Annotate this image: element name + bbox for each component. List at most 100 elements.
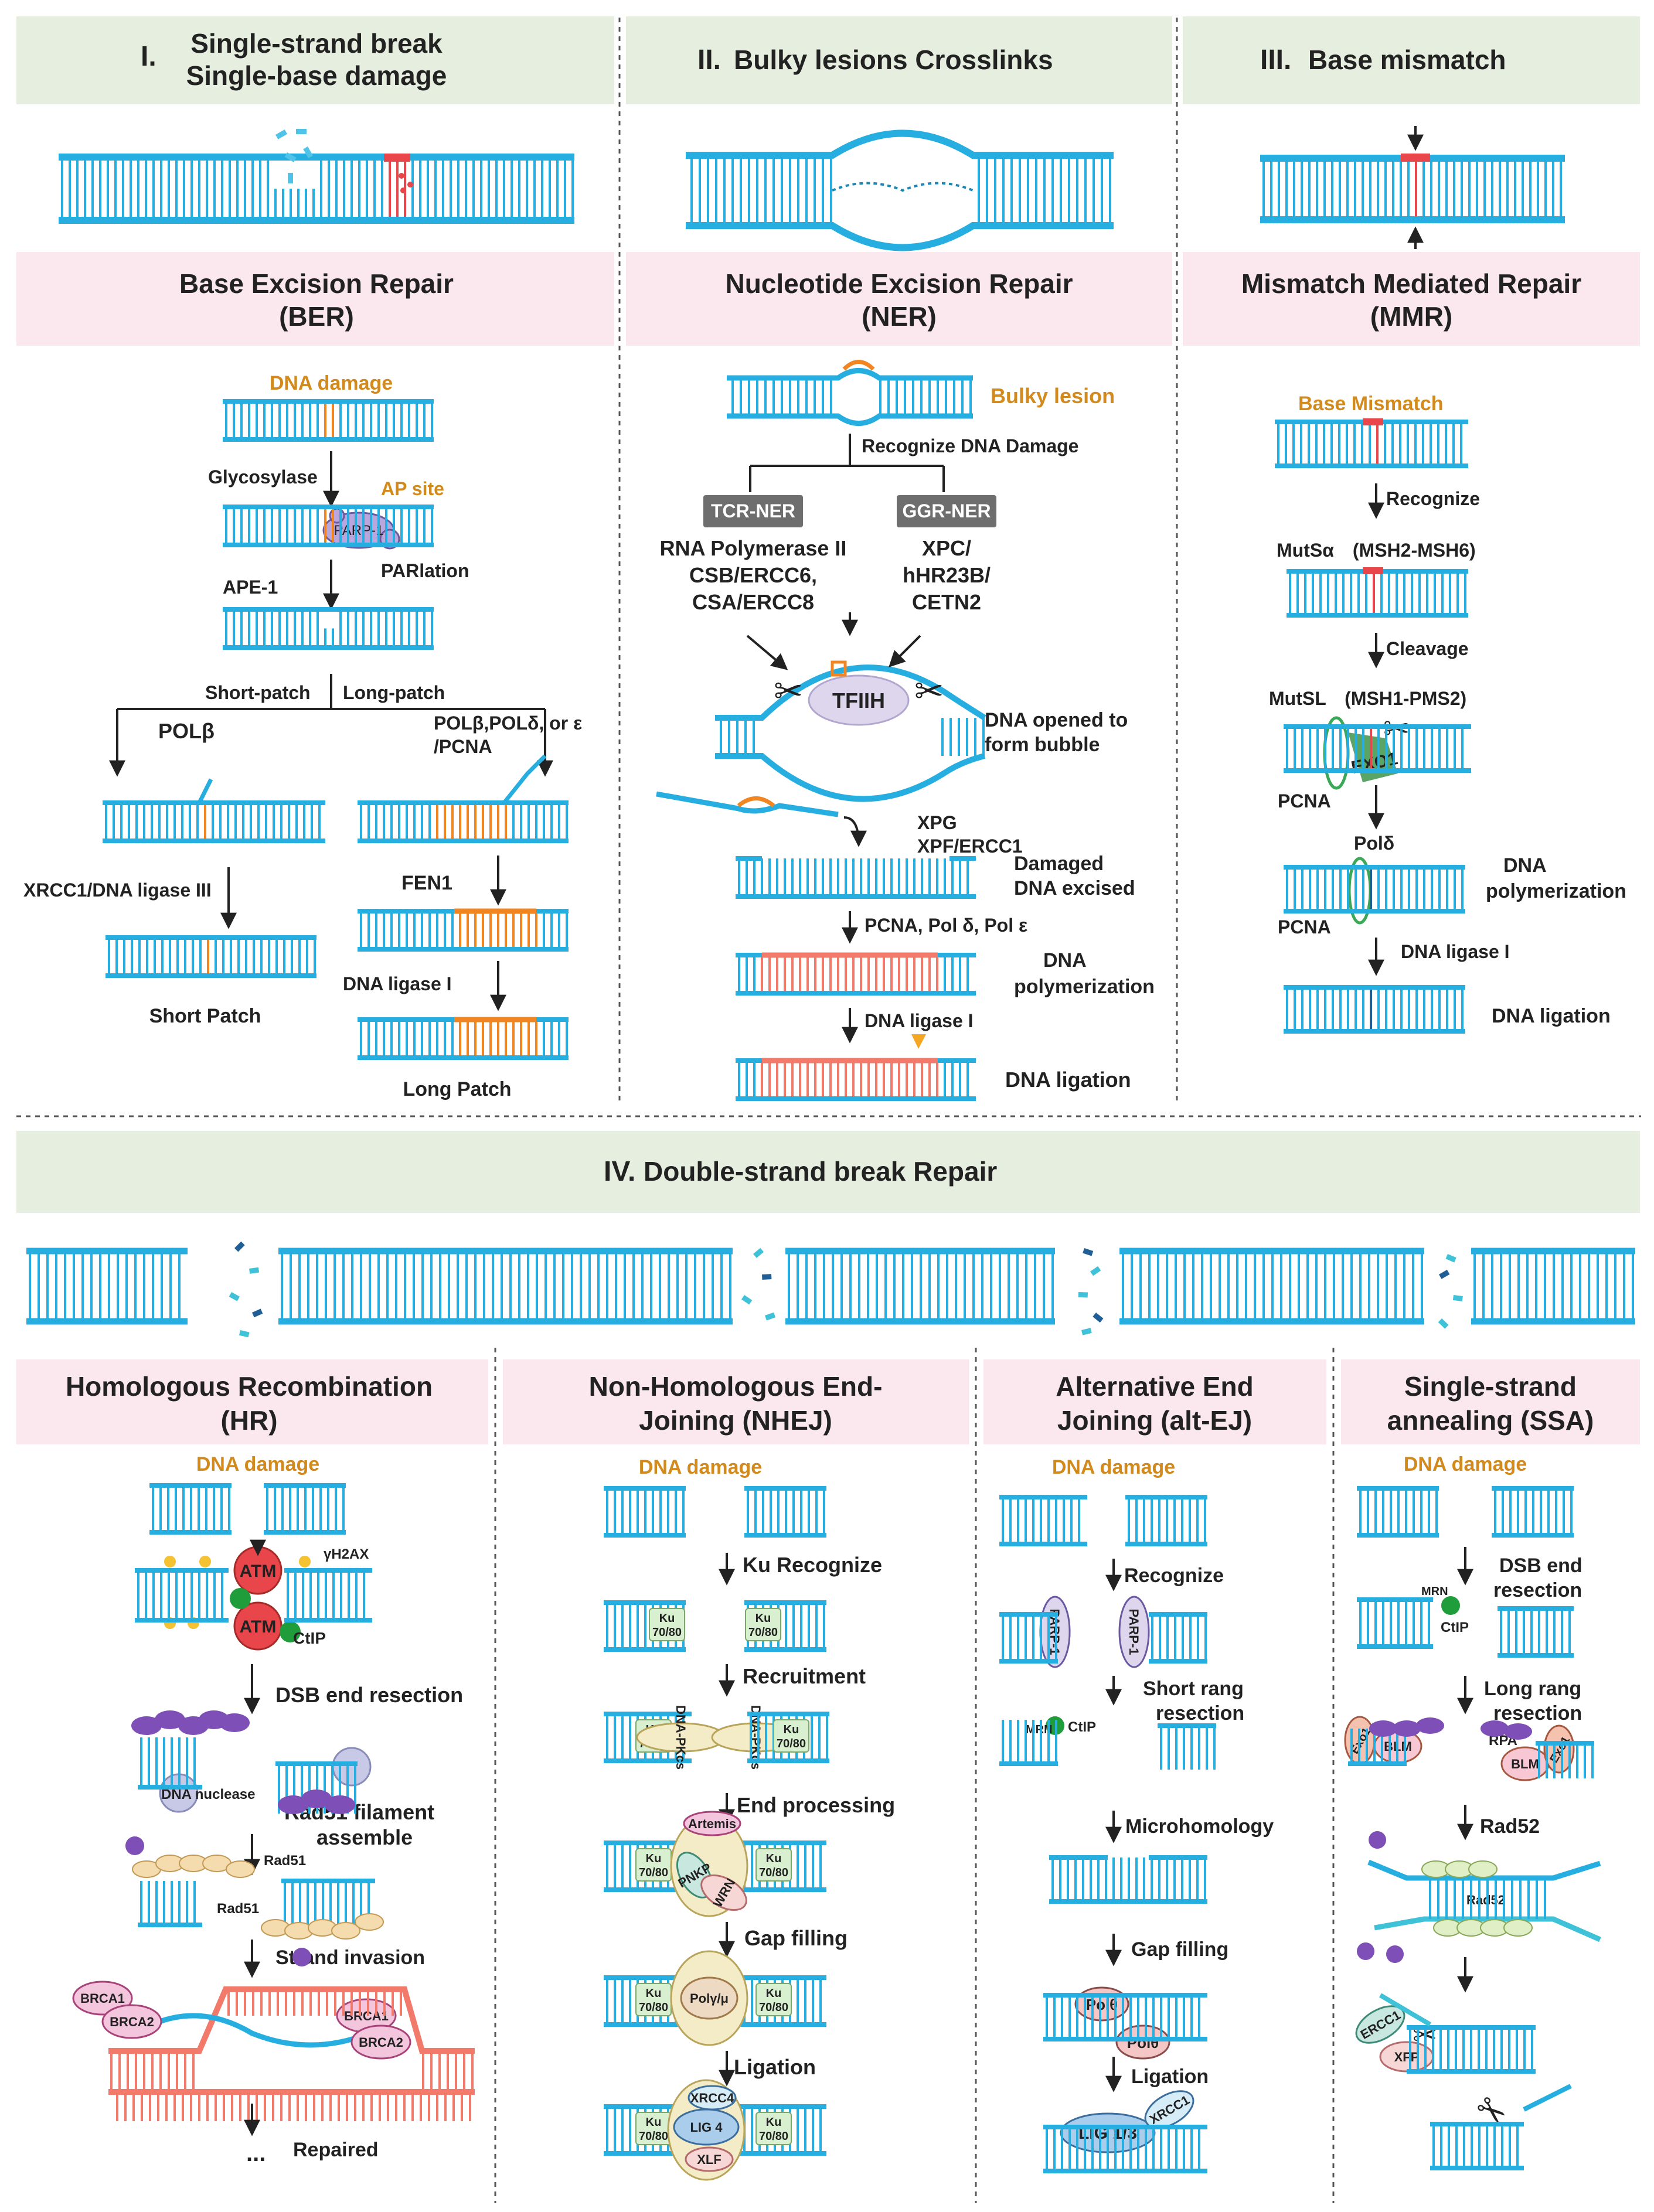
base-mismatch-illustration [1260, 154, 1565, 223]
tcr-line3: CSA/ERCC8 [692, 590, 814, 614]
mmr-dna-2 [1287, 569, 1468, 618]
hr-rad51-label-1: Rad51 [264, 1853, 306, 1869]
ku-label: Ku [755, 1612, 771, 1625]
section-3-roman: III. [1260, 45, 1291, 76]
ku-label: Ku [646, 1987, 662, 2000]
ber-xrcc1-label: XRCC1/DNA ligase III [23, 880, 212, 901]
scissors-right-icon: ✂ [914, 671, 944, 712]
ner-excised-line2: DNA excised [1014, 877, 1135, 899]
ber-pol-long-line2: /PCNA [434, 736, 492, 757]
ner-polym-line1: DNA [1043, 949, 1087, 972]
altej-dna-5 [1043, 1993, 1207, 2041]
dsb-dna-5 [1471, 1248, 1635, 1325]
ku-7080-label: 70/80 [639, 2130, 668, 2143]
mmr-polym-line1: DNA [1503, 854, 1547, 877]
altej-xrcc1-protein [1144, 2090, 1194, 2129]
ssa-dsb-line2: resection [1493, 1579, 1582, 1601]
ner-opened-line1: DNA opened to [985, 709, 1128, 731]
rpa-protein [278, 1795, 308, 1814]
ku-7080-label: 70/80 [639, 1866, 668, 1879]
hr-resection-label: DSB end resection [275, 1683, 463, 1707]
section-2-header [626, 16, 1172, 104]
dna-pkcs-1-label: DNA-PKcs [673, 1705, 688, 1770]
ssa-dna-2a [1357, 1597, 1433, 1649]
ku-label: Ku [659, 1612, 675, 1625]
section-1-header [16, 16, 614, 104]
ber-long-patch-result: Long Patch [403, 1078, 511, 1100]
ssa-dna-2b [1498, 1606, 1574, 1658]
ssa-rpa-protein [1416, 1717, 1444, 1734]
altej-gap-filling-label: Gap filling [1131, 1938, 1228, 1961]
ctip-dot [280, 1621, 301, 1642]
ner-ligase-label: DNA ligase I [865, 1010, 974, 1031]
hr-dna-2a [135, 1568, 229, 1623]
mmr-ligase-label: DNA ligase I [1401, 941, 1510, 962]
ku-protein [745, 1608, 781, 1641]
ku-7080-label: 70/80 [759, 1866, 788, 1879]
hr-header [16, 1359, 488, 1444]
mmr-cleavage-label: Cleavage [1386, 638, 1469, 659]
ssa-rpa-protein [1369, 1720, 1397, 1737]
parp1-protein: PARP-1 [322, 507, 400, 550]
hr-dots: ... [246, 2141, 266, 2166]
ber-dna-2 [223, 505, 434, 547]
ku-7080-label: 70/80 [748, 1626, 778, 1639]
ssa-title-line1: Single-strand [1404, 1371, 1577, 1402]
altej-dna-4 [1049, 1857, 1207, 1904]
mmr-title-line2: (MMR) [1370, 301, 1453, 332]
ssa-rpa-protein [1504, 1723, 1532, 1740]
rad52-protein [1468, 1860, 1498, 1878]
mmr-base-mismatch-label: Base Mismatch [1298, 393, 1444, 415]
ssa-header [1341, 1359, 1640, 1444]
altej-parp1-label-2: PARP-1 [1127, 1608, 1141, 1655]
lig4-protein [673, 2108, 740, 2146]
ner-dna-polym [736, 952, 976, 996]
ssa-dna-4 [1407, 2025, 1536, 2074]
section-2-roman: II. [697, 45, 721, 76]
nhej-dna-1b [744, 1486, 826, 1538]
tfiih-protein [808, 674, 910, 726]
ssb-dna [59, 154, 574, 224]
mmr-pcna-label-2: PCNA [1278, 916, 1331, 938]
ku-protein [649, 1608, 685, 1641]
mmr-dna-4 [1284, 865, 1465, 914]
section-3-header [1183, 16, 1640, 104]
ssa-pathway: DNA damage DSB end resection CtIP MRN Lo… [1344, 1453, 1601, 2136]
altej-title-line2: Joining (alt-EJ) [1057, 1405, 1252, 1436]
ner-title-line2: (NER) [862, 301, 937, 332]
ggr-ner-tag [897, 495, 996, 527]
ku-7080-label: 70/80 [777, 1737, 806, 1750]
ber-dna-long-2 [358, 908, 569, 952]
brca2-protein-1 [101, 2004, 162, 2039]
nhej-dna-damage-label: DNA damage [639, 1456, 762, 1478]
ku-protein [755, 1983, 792, 2016]
ner-dna-excised [736, 858, 976, 899]
ber-dna-3 [223, 607, 434, 650]
hr-rad51-label-2: Rad51 [217, 1901, 259, 1917]
altej-recognize-label: Recognize [1124, 1565, 1224, 1587]
rpa-protein [219, 1713, 250, 1732]
altej-dna-2a [999, 1612, 1058, 1664]
bulky-lesion-illustration [686, 129, 1114, 251]
hr-dna-2b [284, 1568, 372, 1623]
xrcc4-protein-label: XRCC4 [690, 2091, 734, 2105]
ku-protein [773, 1719, 809, 1753]
altej-header [983, 1359, 1326, 1444]
ggr-line2: hHR23B/ [903, 563, 991, 587]
hr-repaired-label: Repaired [293, 2139, 379, 2161]
hr-brca2-label-1: BRCA2 [110, 2015, 154, 2029]
single-strand-break-illustration [59, 129, 574, 224]
mmr-title-line1: Mismatch Mediated Repair [1241, 268, 1581, 299]
ssa-blm-label-2: BLM [1511, 1757, 1539, 1771]
ssa-ctip-label: CtIP [1441, 1620, 1469, 1635]
ku-label: Ku [766, 1852, 782, 1865]
ssa-ctip-dot [1441, 1596, 1460, 1615]
mmr-header [1183, 252, 1640, 346]
atm-label-1: ATM [240, 1562, 277, 1581]
ber-dna-damage-label: DNA damage [270, 372, 393, 394]
ssa-rad52-label: Rad52 [1480, 1815, 1540, 1838]
section-1-title-line1: Single-strand break [190, 28, 443, 59]
ku-label: Ku [646, 1852, 662, 1865]
dsb-dna-1 [26, 1248, 188, 1325]
